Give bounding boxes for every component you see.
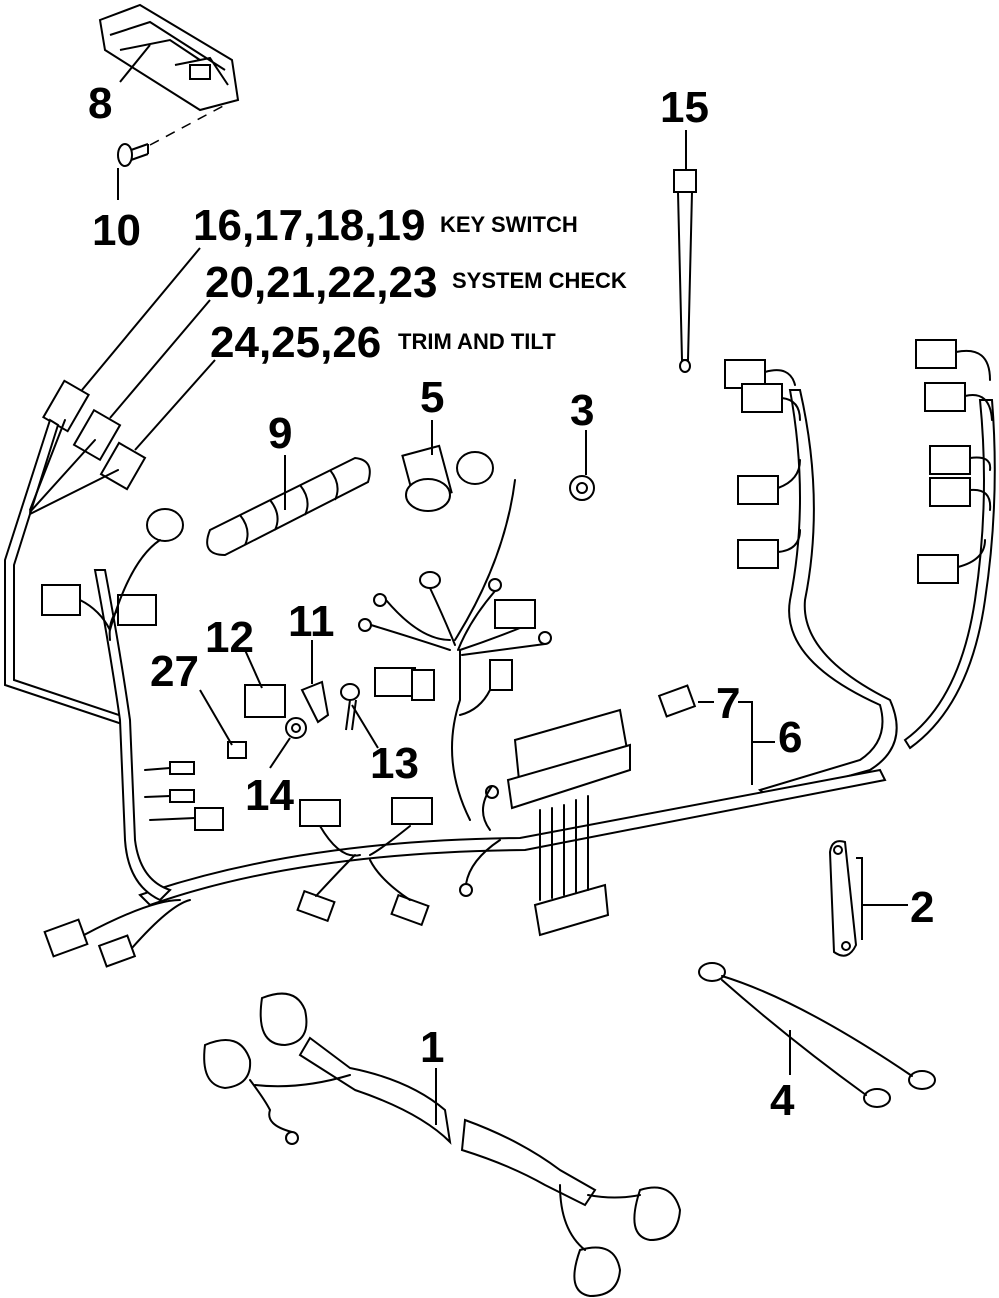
center-connectors [358, 479, 552, 897]
part-13-screw [340, 683, 360, 731]
part-12-relay [244, 684, 286, 718]
part-1-extension-harness [203, 992, 682, 1298]
callout-12: 12 [205, 613, 254, 662]
callout-15: 15 [660, 83, 709, 132]
harness-right-loop-b [903, 399, 996, 750]
connector-system-check [72, 408, 122, 462]
callout-2: 2 [910, 883, 934, 932]
leader-6 [738, 701, 775, 785]
callout-group-24-26: 24,25,26 [210, 318, 381, 367]
callout-1: 1 [420, 1023, 444, 1072]
part-8-bracket [98, 3, 240, 112]
callout-27: 27 [150, 647, 199, 696]
part-9-spiral-sleeve [206, 456, 371, 557]
leader-12 [244, 649, 263, 689]
left-connectors [41, 508, 184, 641]
callout-3: 3 [570, 386, 594, 435]
leader-2 [856, 857, 908, 940]
leader-8 [119, 44, 151, 83]
part-5-grommet [401, 444, 494, 512]
leader-group-1 [81, 247, 201, 391]
callout-group-16-19: 16,17,18,19 [193, 201, 425, 250]
harness-main-trunk [138, 768, 887, 907]
callout-5: 5 [420, 373, 444, 422]
callout-9: 9 [268, 409, 292, 458]
caption-system-check: SYSTEM CHECK [452, 268, 627, 293]
callout-10: 10 [92, 206, 141, 255]
callout-group-20-23: 20,21,22,23 [205, 258, 437, 307]
part-27-clip [227, 741, 247, 759]
assembly-dash-line [149, 104, 226, 146]
part-14-spacer [285, 717, 307, 739]
part-2-ground-strap [828, 840, 858, 957]
part-11-bracket [300, 680, 330, 724]
part-3-nut [569, 475, 595, 501]
leader-13 [351, 704, 379, 749]
coil-connectors-b [915, 339, 993, 584]
main-block-connector [506, 708, 631, 937]
callout-7: 7 [716, 679, 740, 728]
callout-14: 14 [245, 771, 294, 820]
lower-left-connectors [43, 761, 433, 968]
callout-8: 8 [88, 79, 112, 128]
connector-trim-tilt [99, 441, 147, 491]
coil-connectors-a [724, 359, 801, 569]
callout-6: 6 [778, 713, 802, 762]
callout-11: 11 [288, 597, 335, 646]
leader-27 [199, 689, 233, 746]
leader-group-3 [134, 359, 216, 451]
caption-trim-and-tilt: TRIM AND TILT [398, 329, 556, 354]
leader-group-2 [109, 299, 211, 419]
caption-key-switch: KEY SWITCH [440, 212, 578, 237]
part-10-screw [117, 143, 149, 167]
callout-4: 4 [770, 1076, 795, 1125]
group-wires [29, 419, 119, 515]
harness-left-vertical [93, 569, 172, 902]
part-7-fuse [657, 684, 697, 718]
part-15-cable-tie [673, 169, 697, 373]
callout-13: 13 [370, 739, 419, 788]
leader-14 [269, 737, 291, 769]
part-4-ground-wire [698, 962, 936, 1108]
